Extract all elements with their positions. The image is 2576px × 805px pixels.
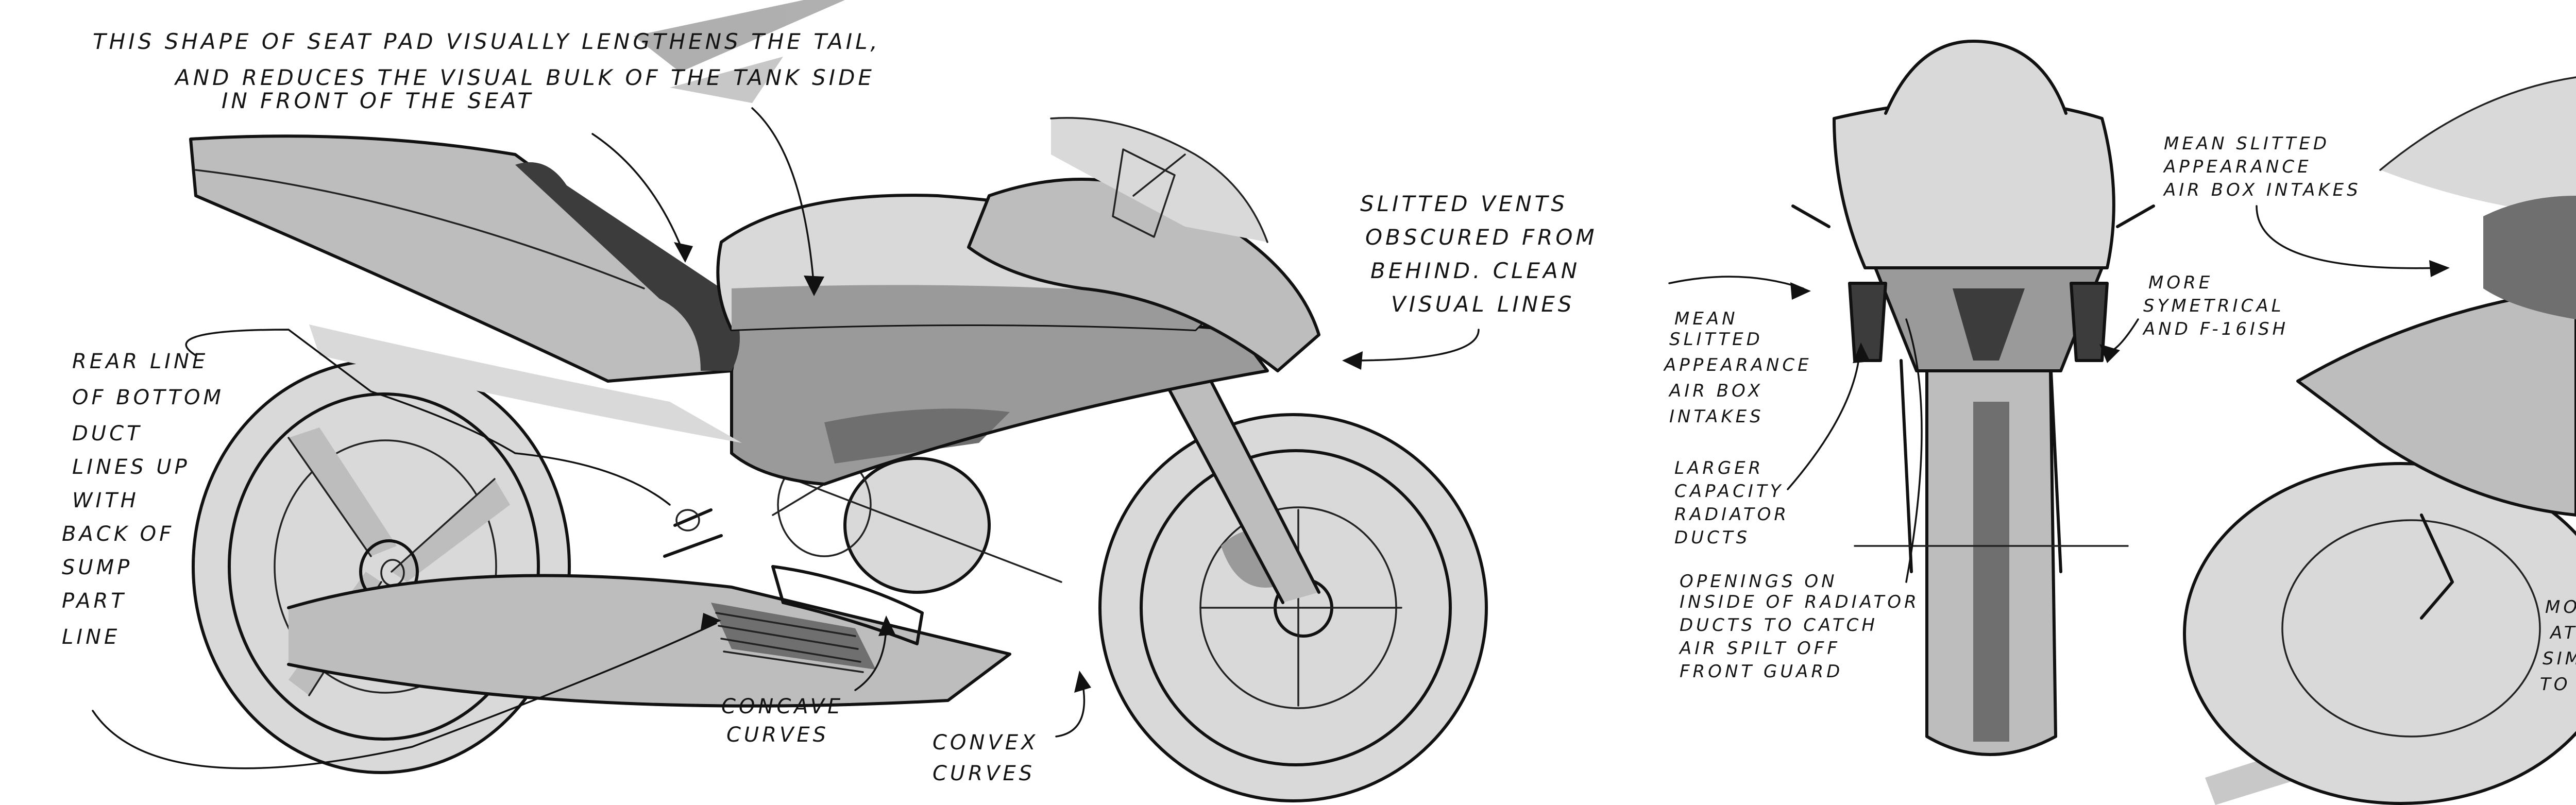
note-cropped-right-edge: MO AT SIM TO [2540, 597, 2576, 695]
note-rear-line-line-4: LINES UP [72, 455, 190, 479]
note-larger-capacity-line-3: RADIATOR [1674, 504, 1789, 525]
note-seat-pad-line-3: IN FRONT OF THE SEAT [222, 88, 534, 113]
note-mean-slitted-front-line-4: AIR BOX [1668, 381, 1763, 401]
note-openings-line-3: DUCTS TO CATCH [1680, 615, 1878, 636]
note-rear-line-line-8: PART [62, 589, 127, 613]
note-openings: OPENINGS ON INSIDE OF RADIATOR DUCTS TO … [1679, 571, 1928, 682]
note-mean-slitted-front-line-1: MEAN [1674, 309, 1738, 329]
note-rear-line-line-6: BACK OF [62, 522, 174, 546]
note-slitted-vents-line-2: OBSCURED FROM [1365, 225, 1598, 250]
note-larger-capacity-line-4: DUCTS [1674, 527, 1750, 548]
rear-wheel [192, 359, 571, 774]
note-mean-slitted-front-line-2: SLITTED [1669, 329, 1763, 350]
note-concave-line-1: CONCAVE [721, 695, 843, 718]
note-seat-pad-line-2: AND REDUCES THE VISUAL BULK OF THE TANK … [174, 65, 875, 90]
note-mean-slitted-3q-line-1: MEAN SLITTED [2164, 133, 2330, 154]
note-concave-line-2: CURVES [726, 723, 829, 747]
note-mean-slitted-three-quarter: MEAN SLITTED APPEARANCE AIR BOX INTAKES [2163, 133, 2361, 200]
note-mean-slitted-front-line-5: INTAKES [1669, 406, 1764, 427]
note-slitted-vents: SLITTED VENTS OBSCURED FROM BEHIND. CLEA… [1360, 191, 1607, 317]
note-concave-curves: CONCAVE CURVES [721, 695, 853, 747]
annotations: THIS SHAPE OF SEAT PAD VISUALLY LENGTHEN… [62, 29, 2576, 785]
note-mean-slitted-front: MEAN SLITTED APPEARANCE AIR BOX INTAKES [1663, 309, 1820, 427]
note-larger-capacity-line-2: CAPACITY [1674, 481, 1784, 502]
note-more-symetrical-line-2: SYMETRICAL [2143, 296, 2284, 316]
note-cropped-line-4: TO [2540, 674, 2571, 695]
note-rear-line: REAR LINE OF BOTTOM DUCT LINES UP WITH B… [62, 350, 234, 649]
note-seat-pad: THIS SHAPE OF SEAT PAD VISUALLY LENGTHEN… [93, 29, 890, 113]
note-rear-line-line-9: LINE [62, 625, 120, 649]
note-openings-line-2: INSIDE OF RADIATOR [1680, 592, 1920, 612]
note-more-symetrical-line-3: AND F-16ISH [2142, 319, 2289, 339]
note-cropped-line-2: AT [2549, 623, 2576, 643]
note-slitted-vents-line-4: VISUAL LINES [1391, 292, 1574, 317]
tail-seat [189, 134, 742, 443]
note-convex-line-2: CURVES [933, 762, 1035, 785]
front-view-motorcycle [1791, 40, 2155, 756]
note-seat-pad-line-1: THIS SHAPE OF SEAT PAD VISUALLY LENGTHEN… [93, 29, 880, 54]
note-larger-capacity-line-1: LARGER [1674, 458, 1764, 478]
note-mean-slitted-3q-line-2: APPEARANCE [2163, 157, 2312, 177]
note-rear-line-line-7: SUMP [62, 556, 132, 579]
note-openings-line-1: OPENINGS ON [1680, 571, 1838, 592]
note-rear-line-line-5: WITH [72, 489, 139, 512]
leader-lines [92, 107, 2450, 769]
side-view-motorcycle [189, 117, 1488, 802]
note-slitted-vents-line-1: SLITTED VENTS [1360, 191, 1568, 216]
note-openings-line-4: AIR SPILT OFF [1679, 638, 1840, 659]
note-convex-line-1: CONVEX [933, 731, 1038, 755]
note-openings-line-5: FRONT GUARD [1680, 661, 1843, 682]
note-cropped-line-3: SIM [2543, 648, 2576, 669]
note-mean-slitted-3q-line-3: AIR BOX INTAKES [2163, 180, 2361, 200]
note-convex-curves: CONVEX CURVES [933, 731, 1048, 785]
note-rear-line-line-1: REAR LINE [72, 350, 208, 373]
note-slitted-vents-line-3: BEHIND. CLEAN [1370, 258, 1580, 283]
note-mean-slitted-front-line-3: APPEARANCE [1663, 355, 1812, 375]
note-cropped-line-1: MO [2545, 597, 2576, 618]
swingarm-duct [287, 565, 1011, 708]
note-more-symetrical: MORE SYMETRICAL AND F-16ISH [2142, 272, 2293, 339]
front-wheel [1098, 413, 1488, 802]
note-rear-line-line-2: OF BOTTOM [72, 386, 224, 409]
note-rear-line-line-3: DUCT [72, 422, 142, 446]
front-fairing [967, 117, 1320, 372]
note-larger-capacity: LARGER CAPACITY RADIATOR DUCTS [1674, 458, 1798, 548]
three-quarter-motorcycle [2183, 76, 2576, 805]
note-more-symetrical-line-1: MORE [2148, 272, 2213, 293]
